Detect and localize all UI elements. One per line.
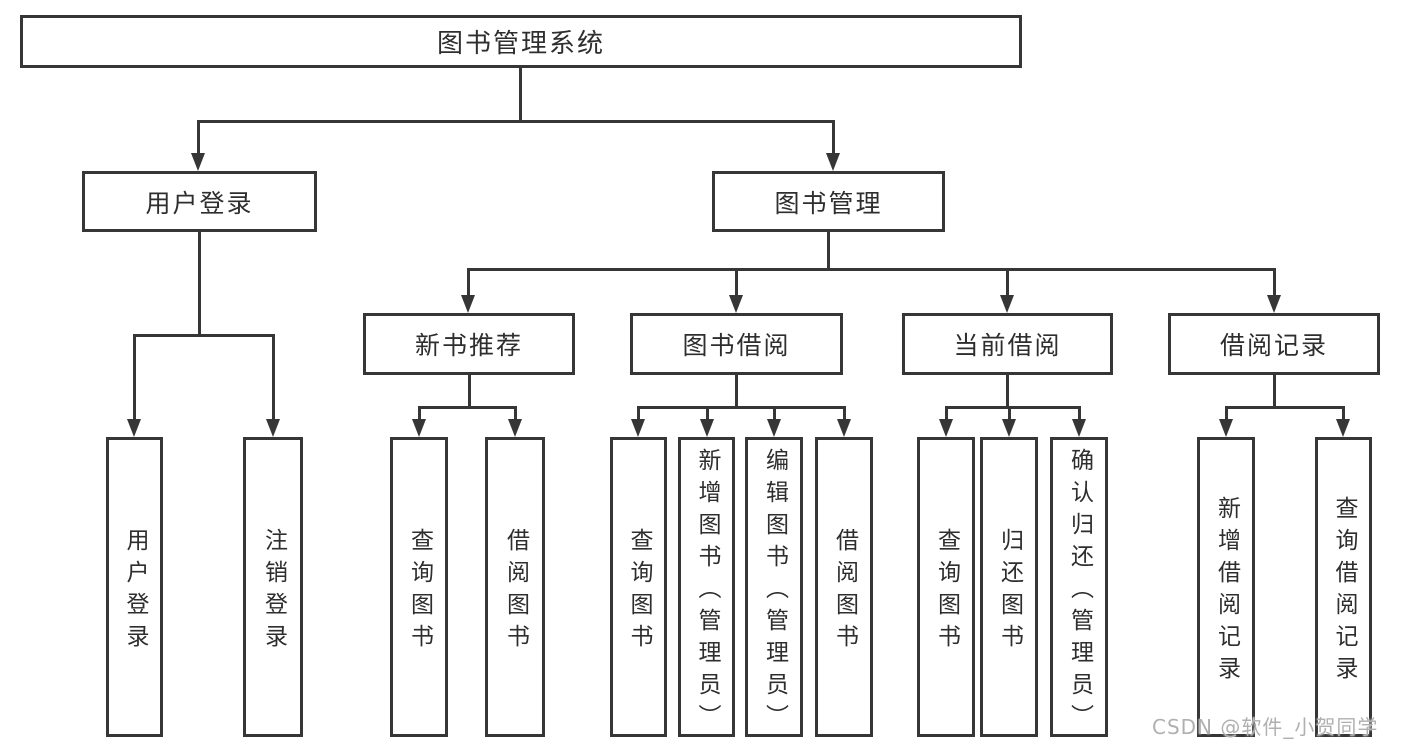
leaf-user-login: 用户登录 xyxy=(106,437,163,737)
connector-line xyxy=(197,120,835,123)
connector-line xyxy=(637,406,640,420)
leaf-label: 注销登录 xyxy=(260,527,287,656)
arrow-down-icon xyxy=(1000,295,1014,313)
arrow-down-icon xyxy=(1336,419,1350,437)
node-book-borrow: 图书借阅 xyxy=(630,313,843,375)
connector-line xyxy=(468,375,471,409)
arrow-down-icon xyxy=(767,419,781,437)
node-new-book-recommend: 新书推荐 xyxy=(363,313,575,375)
node-current-borrow: 当前借阅 xyxy=(902,313,1113,375)
leaf-query-books-recommend: 查询图书 xyxy=(390,437,448,737)
watermark: CSDN @软件_小贺同学 xyxy=(1152,715,1379,739)
leaf-borrow-books-recommend: 借阅图书 xyxy=(485,437,545,737)
connector-line xyxy=(843,406,846,420)
leaf-add-borrow-record: 新增借阅记录 xyxy=(1197,437,1255,737)
connector-line xyxy=(197,120,200,154)
connector-line xyxy=(133,334,136,420)
leaf-return-books: 归还图书 xyxy=(980,437,1038,737)
connector-line xyxy=(133,334,275,337)
arrow-down-icon xyxy=(1267,295,1281,313)
leaf-label: 查询图书 xyxy=(933,527,960,656)
leaf-edit-books-admin: 编辑图书（管理员） xyxy=(745,437,803,737)
leaf-borrow-books: 借阅图书 xyxy=(815,437,873,737)
node-root: 图书管理系统 xyxy=(20,15,1022,68)
connector-line xyxy=(827,232,830,271)
connector-line xyxy=(514,406,517,420)
leaf-label: 查询图书 xyxy=(626,527,652,656)
leaf-label: 借阅图书 xyxy=(831,527,858,656)
connector-line xyxy=(832,120,835,154)
node-label: 当前借阅 xyxy=(953,331,1062,360)
leaf-query-books-borrow: 查询图书 xyxy=(610,437,667,737)
leaf-label: 查询图书 xyxy=(406,527,433,656)
arrow-down-icon xyxy=(266,419,280,437)
connector-line xyxy=(945,406,948,420)
connector-line xyxy=(519,68,522,120)
connector-line xyxy=(198,232,201,336)
connector-line xyxy=(467,268,470,296)
connector-line xyxy=(467,268,1276,271)
arrow-down-icon xyxy=(127,419,141,437)
arrow-down-icon xyxy=(461,295,475,313)
leaf-label: 用户登录 xyxy=(122,527,148,656)
arrow-down-icon xyxy=(729,295,743,313)
leaf-label: 查询借阅记录 xyxy=(1331,495,1357,688)
connector-line xyxy=(272,334,275,420)
connector-line xyxy=(1225,406,1228,420)
node-label: 用户登录 xyxy=(145,188,254,218)
leaf-label: 编辑图书（管理员） xyxy=(761,447,788,736)
leaf-label: 归还图书 xyxy=(996,527,1023,656)
connector-line xyxy=(1078,406,1081,420)
leaf-confirm-return-admin: 确认归还（管理员） xyxy=(1050,437,1108,737)
connector-line xyxy=(1273,375,1276,409)
leaf-label: 新增图书（管理员） xyxy=(694,447,720,736)
node-book-management: 图书管理 xyxy=(712,171,945,232)
connector-line xyxy=(706,406,709,420)
arrow-down-icon xyxy=(508,419,522,437)
connector-line xyxy=(945,406,1081,409)
arrow-down-icon xyxy=(412,419,426,437)
connector-line xyxy=(1006,375,1009,409)
leaf-label: 确认归还（管理员） xyxy=(1066,447,1093,736)
leaf-add-books-admin: 新增图书（管理员） xyxy=(678,437,735,737)
arrow-down-icon xyxy=(1072,419,1086,437)
connector-line xyxy=(1273,268,1276,296)
arrow-down-icon xyxy=(191,153,205,171)
leaf-label: 新增借阅记录 xyxy=(1213,495,1240,688)
connector-line xyxy=(773,406,776,420)
node-root-label: 图书管理系统 xyxy=(436,29,605,59)
leaf-label: 借阅图书 xyxy=(502,527,529,656)
connector-line xyxy=(1006,268,1009,296)
arrow-down-icon xyxy=(837,419,851,437)
arrow-down-icon xyxy=(826,153,840,171)
connector-line xyxy=(735,268,738,296)
connector-line xyxy=(418,406,517,409)
connector-line xyxy=(735,375,738,409)
arrow-down-icon xyxy=(1002,419,1016,437)
arrow-down-icon xyxy=(1219,419,1233,437)
node-user-login: 用户登录 xyxy=(82,171,317,232)
leaf-logout: 注销登录 xyxy=(243,437,303,737)
connector-line xyxy=(1225,406,1345,409)
leaf-query-borrow-record: 查询借阅记录 xyxy=(1315,437,1372,737)
node-label: 新书推荐 xyxy=(414,331,523,360)
node-label: 借阅记录 xyxy=(1219,331,1328,360)
node-borrow-record: 借阅记录 xyxy=(1168,313,1380,375)
node-label: 图书管理 xyxy=(774,188,883,218)
arrow-down-icon xyxy=(631,419,645,437)
connector-line xyxy=(637,406,846,409)
connector-line xyxy=(1008,406,1011,420)
leaf-query-books-current: 查询图书 xyxy=(917,437,975,737)
arrow-down-icon xyxy=(939,419,953,437)
arrow-down-icon xyxy=(700,419,714,437)
connector-line xyxy=(1342,406,1345,420)
node-label: 图书借阅 xyxy=(682,331,791,360)
connector-line xyxy=(418,406,421,420)
